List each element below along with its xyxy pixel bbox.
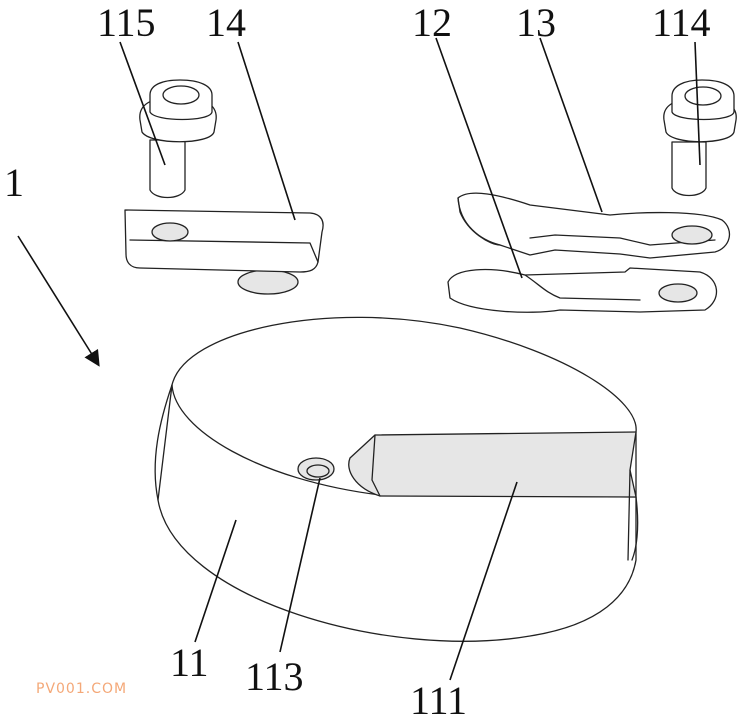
label-13: 13 — [516, 0, 556, 45]
watermark: PV001.COM — [36, 681, 128, 697]
label-114: 114 — [652, 0, 711, 45]
leader-lines — [119, 37, 701, 681]
hole — [297, 457, 335, 481]
label-11: 11 — [170, 640, 209, 685]
label-113: 113 — [245, 654, 304, 699]
left-bolt — [139, 79, 217, 199]
label-115: 115 — [97, 0, 156, 45]
slot — [348, 431, 637, 498]
lower-plate — [447, 267, 718, 313]
base-puck — [154, 316, 639, 642]
label-111: 111 — [410, 678, 467, 718]
upper-plate — [457, 192, 731, 259]
label-14: 14 — [206, 0, 246, 45]
label-1: 1 — [4, 160, 24, 205]
assembly-arrow — [17, 235, 100, 367]
label-12: 12 — [412, 0, 452, 45]
right-bolt — [663, 79, 737, 197]
left-plate — [124, 209, 324, 295]
